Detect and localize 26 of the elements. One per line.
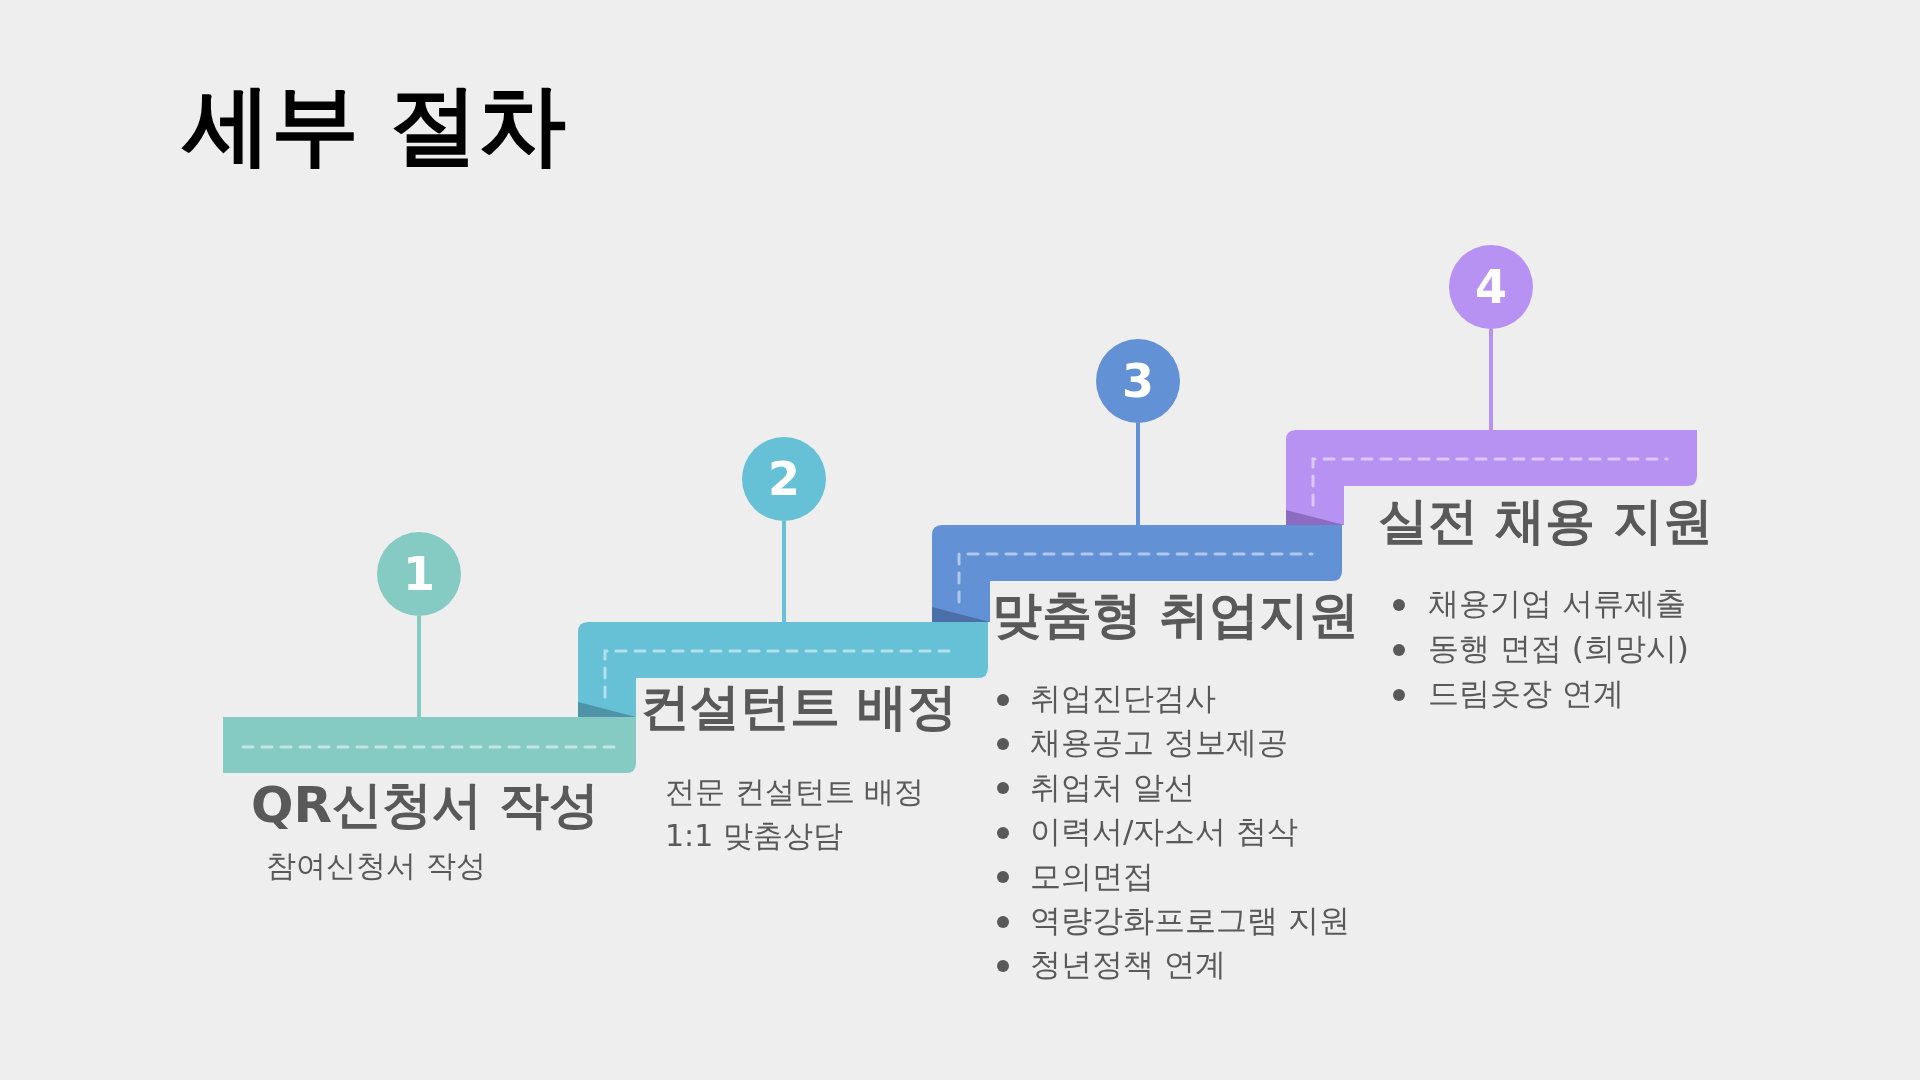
number-circle: 3 bbox=[1096, 339, 1180, 423]
list-item: 모의면접 bbox=[1030, 857, 1154, 895]
step-description: 참여신청서 작성 bbox=[266, 848, 486, 884]
step-heading: 실전 채용 지원 bbox=[1378, 491, 1713, 551]
list-item: 청년정책 연계 bbox=[1030, 946, 1226, 984]
number-circle: 4 bbox=[1449, 245, 1533, 329]
list-item: 취업진단검사 bbox=[1030, 680, 1216, 718]
list-item: 드림옷장 연계 bbox=[1428, 675, 1624, 713]
list-item: 역량강화프로그램 지원 bbox=[1030, 902, 1350, 940]
page-title: 세부 절차 bbox=[183, 72, 566, 178]
list-item: 취업처 알선 bbox=[1030, 768, 1195, 806]
step-heading: 컨설턴트 배정 bbox=[640, 677, 958, 737]
number-circle: 2 bbox=[742, 437, 826, 521]
number-circle: 1 bbox=[377, 532, 461, 616]
list-item: 동행 면접 (희망시) bbox=[1428, 630, 1689, 668]
step-heading: 맞춤형 취업지원 bbox=[992, 585, 1360, 645]
connector-line bbox=[1136, 423, 1140, 525]
step-description: 1:1 맞춤상담 bbox=[665, 818, 843, 854]
step-heading: QR신청서 작성 bbox=[251, 775, 600, 835]
list-item: 채용공고 정보제공 bbox=[1030, 724, 1288, 762]
connector-line bbox=[1489, 329, 1493, 430]
list-item: 채용기업 서류제출 bbox=[1428, 585, 1686, 623]
step-description: 전문 컨설턴트 배정 bbox=[665, 774, 925, 810]
connector-line bbox=[417, 616, 421, 717]
list-item: 이력서/자소서 첨삭 bbox=[1030, 813, 1299, 851]
connector-line bbox=[782, 521, 786, 622]
